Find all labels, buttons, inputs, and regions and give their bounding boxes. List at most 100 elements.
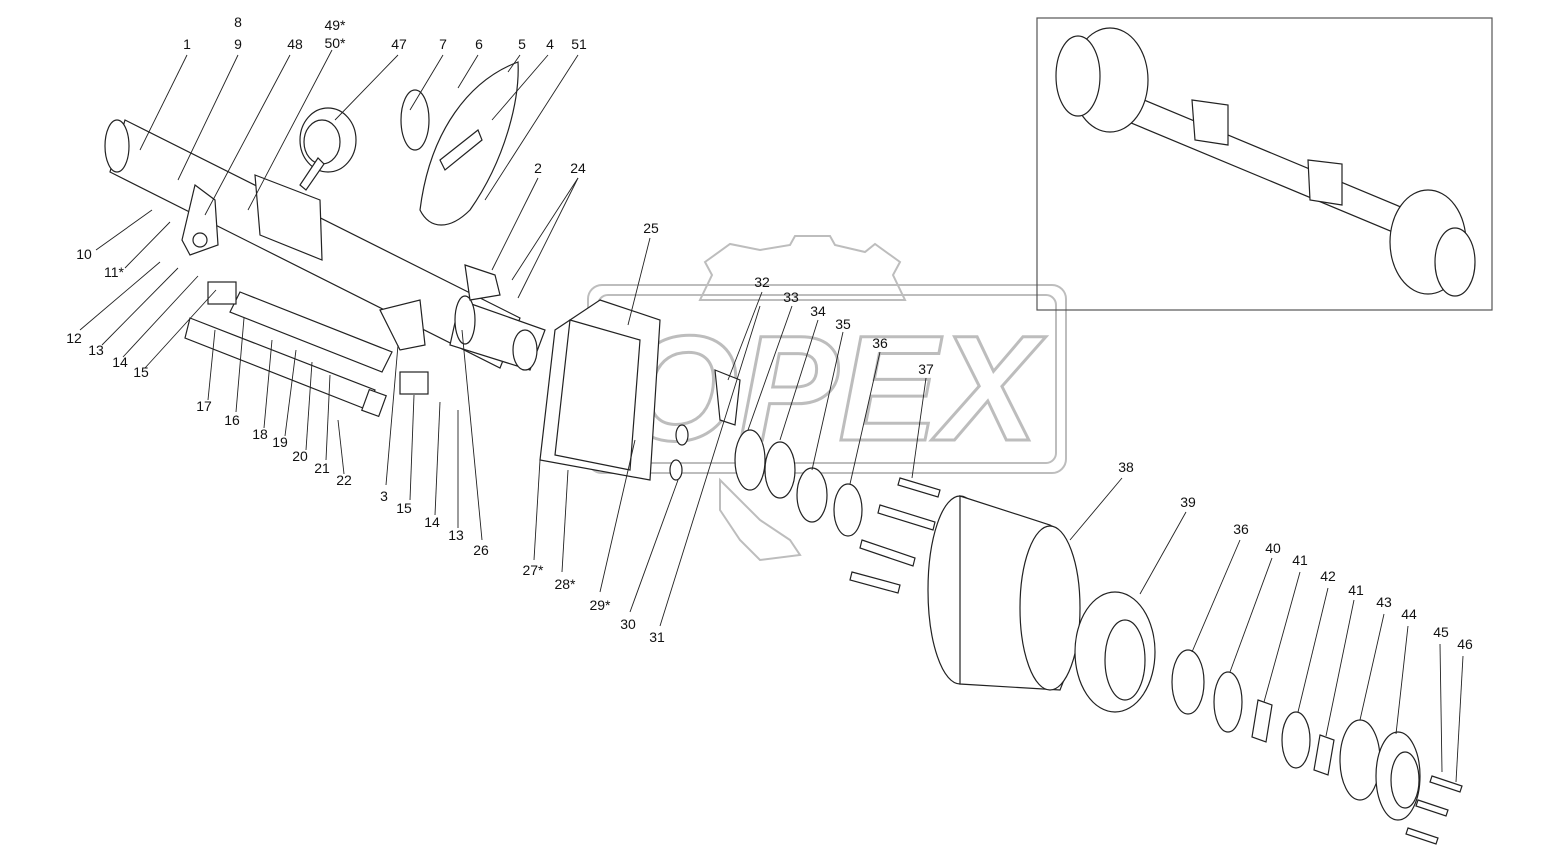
hub-bore [1104,619,1146,701]
callout-c10: 10 [76,246,92,262]
callout-c47: 47 [391,36,407,52]
leader-39 [1139,511,1187,595]
bolt-3 [1405,827,1439,845]
leader-35 [811,331,844,471]
spring-32 [714,369,741,426]
callout-c20: 20 [292,448,308,464]
watermark-text: OPEX [622,304,1047,472]
seal-35 [796,467,828,523]
leader-31 [659,305,761,627]
callout-c45: 45 [1433,624,1449,640]
leader-24b [517,177,579,299]
nut-36b [1171,649,1205,715]
leader-3 [385,344,399,486]
anchor-bracket [464,264,501,301]
leader-18 [263,339,273,429]
leader-21 [325,374,331,461]
leader-2 [491,177,539,271]
callout-c36b: 36 [1233,521,1249,537]
callout-c50: 50* [324,35,346,51]
leader-48 [204,54,291,216]
bearing-33 [734,429,766,491]
leader-12 [79,261,161,331]
leader-5 [507,54,521,73]
callout-c7: 7 [439,36,447,52]
spindle-end [512,329,538,371]
callout-c32: 32 [754,274,770,290]
leader-25 [627,237,651,326]
leader-41b [1325,599,1355,737]
leader-11 [124,221,171,269]
callout-c42: 42 [1320,568,1336,584]
callout-c11: 11* [104,264,124,280]
stud-2 [877,504,936,531]
watermark-gear-lower [719,477,802,562]
inset-drum-right-face [1434,227,1476,297]
callout-c51: 51 [571,36,587,52]
leader-32 [727,291,763,381]
callout-c15b: 15 [396,500,412,516]
leader-20 [305,361,313,451]
ring-7 [400,89,430,151]
callout-c6: 6 [475,36,483,52]
brake-lining [554,319,641,471]
callout-c18: 18 [252,426,268,442]
callout-c4: 4 [546,36,554,52]
inset-drum-left-face [1055,35,1101,117]
callout-c44: 44 [1401,606,1417,622]
callout-c13b: 13 [448,527,464,543]
bushing-15b [399,371,429,395]
callout-c3: 3 [380,488,388,504]
callout-c27: 27* [522,562,544,578]
callout-c29: 29* [589,597,611,613]
inset-chamber-left [1191,99,1229,146]
leader-40 [1229,557,1273,673]
parts [104,61,1463,845]
leader-6 [457,54,479,89]
leader-29 [599,439,636,593]
leader-36b [1191,539,1241,653]
watermark-logo: OPEX [587,235,1067,562]
inset-chamber-right [1307,159,1343,206]
callout-c31: 31 [649,629,665,645]
slack-adjuster [181,183,219,256]
callout-c14b: 14 [424,514,440,530]
callout-c12: 12 [66,330,82,346]
leader-4 [491,54,549,121]
slack-adjuster-hole [192,232,208,248]
watermark-gear [698,235,907,301]
leader-9 [177,54,239,181]
leader-17 [207,329,216,401]
callout-c24: 24 [570,160,586,176]
gasket-43 [1339,719,1381,801]
leader-44 [1395,625,1409,735]
callout-c15a: 15 [133,364,149,380]
leader-28 [561,469,569,573]
callout-c5: 5 [518,36,526,52]
leader-41a [1263,571,1301,703]
leader-42 [1297,587,1329,713]
callout-c40: 40 [1265,540,1281,556]
leader-47 [334,54,399,121]
callout-c41b: 41 [1348,582,1364,598]
leader-15b [409,394,415,501]
leader-37 [911,377,927,479]
cam-tube [229,291,393,373]
callout-c46: 46 [1457,636,1473,652]
callout-c49: 49* [324,17,346,33]
bushing-15a [207,281,237,305]
leader-13 [101,267,179,346]
callout-c30: 30 [620,616,636,632]
callout-c17: 17 [196,398,212,414]
washer-42 [1281,711,1311,769]
leader-7 [409,54,444,111]
dust-shield-inner [439,129,483,171]
lock-nut-41b [1313,734,1335,776]
leader-1 [139,54,188,151]
callout-c48: 48 [287,36,303,52]
lock-nut-41a [1251,699,1273,743]
nut-36a [833,483,863,537]
leader-34 [779,319,819,441]
leader-10 [95,209,153,251]
